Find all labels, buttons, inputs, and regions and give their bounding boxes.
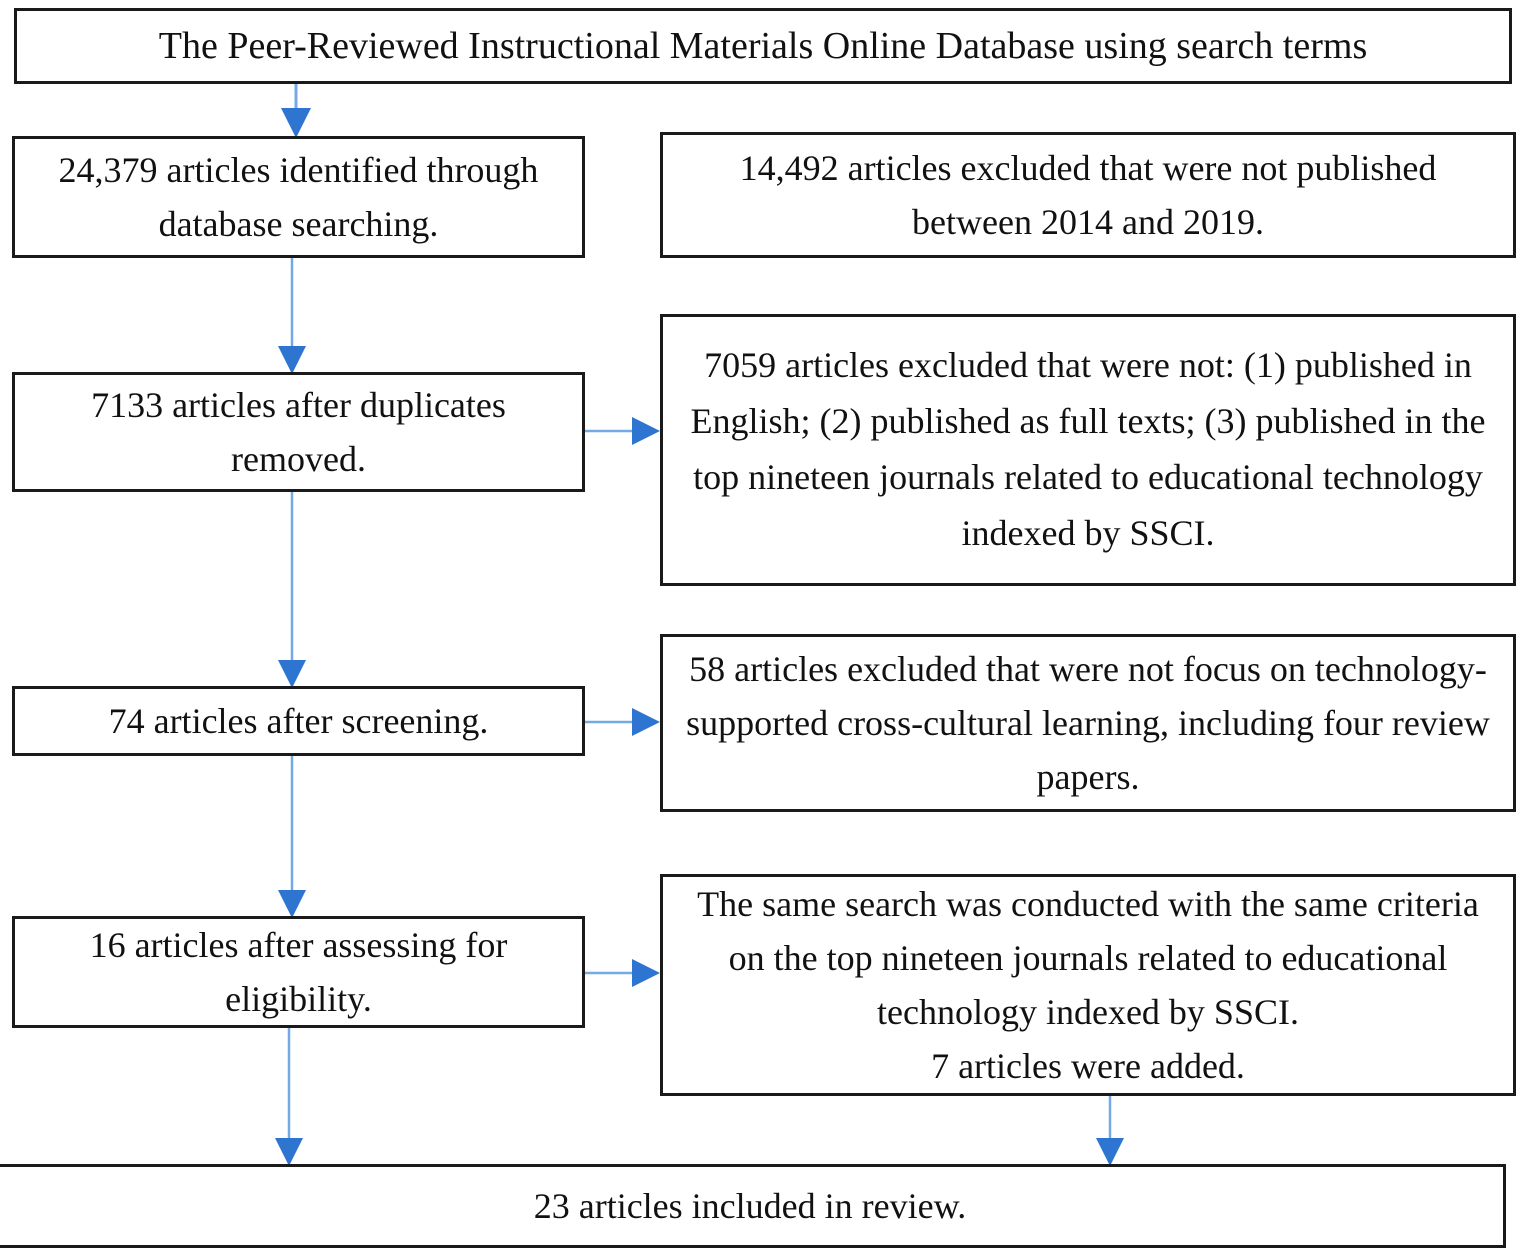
box-after-eligibility: 16 articles after assessing for eligibil… bbox=[12, 916, 585, 1028]
box-included-in-review: 23 articles included in review. bbox=[0, 1164, 1506, 1248]
arrow-down-icon bbox=[281, 84, 311, 138]
arrow-down-icon bbox=[278, 756, 306, 918]
box-excluded-by-focus: 58 articles excluded that were not focus… bbox=[660, 634, 1516, 812]
arrow-down-icon bbox=[278, 258, 306, 374]
box-articles-identified: 24,379 articles identified through datab… bbox=[12, 136, 585, 258]
arrow-down-icon bbox=[275, 1028, 303, 1166]
arrow-right-icon bbox=[585, 959, 660, 987]
box-database-source: The Peer-Reviewed Instructional Material… bbox=[14, 8, 1512, 84]
arrow-right-icon bbox=[585, 708, 660, 736]
box-additional-search: The same search was conducted with the s… bbox=[660, 874, 1516, 1096]
box-excluded-by-year: 14,492 articles excluded that were not p… bbox=[660, 132, 1516, 258]
box-after-duplicates-removed: 7133 articles after duplicates removed. bbox=[12, 372, 585, 492]
arrow-down-icon bbox=[278, 492, 306, 688]
box-excluded-by-criteria: 7059 articles excluded that were not: (1… bbox=[660, 314, 1516, 586]
arrow-right-icon bbox=[585, 417, 660, 445]
box-after-screening: 74 articles after screening. bbox=[12, 686, 585, 756]
arrow-down-icon bbox=[1096, 1096, 1124, 1166]
